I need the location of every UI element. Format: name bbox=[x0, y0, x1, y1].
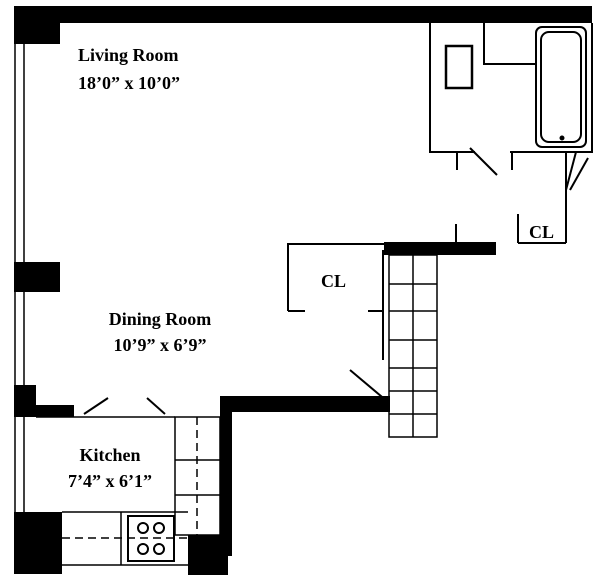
living-room-name: Living Room bbox=[78, 45, 179, 65]
stair-grid bbox=[388, 254, 438, 438]
bathroom-door bbox=[456, 147, 513, 176]
closet-center bbox=[287, 243, 385, 360]
kitchen-cabinets bbox=[36, 416, 221, 566]
dining-room-dims: 10’9” x 6’9” bbox=[113, 335, 207, 355]
closet-right-label: CL bbox=[529, 222, 555, 242]
kitchen-name: Kitchen bbox=[79, 445, 141, 465]
bathroom bbox=[429, 23, 593, 153]
west-window bbox=[14, 44, 25, 512]
stove-icon bbox=[127, 515, 175, 562]
exterior-walls bbox=[14, 6, 592, 575]
entry-door bbox=[349, 369, 389, 403]
closet-center-label: CL bbox=[321, 271, 347, 291]
living-room-dims: 18’0” x 10’0” bbox=[78, 73, 180, 93]
kitchen-doors bbox=[83, 397, 166, 415]
kitchen-dims: 7’4” x 6’1” bbox=[68, 471, 152, 491]
closet-right bbox=[455, 151, 589, 244]
dining-room-name: Dining Room bbox=[108, 309, 212, 329]
